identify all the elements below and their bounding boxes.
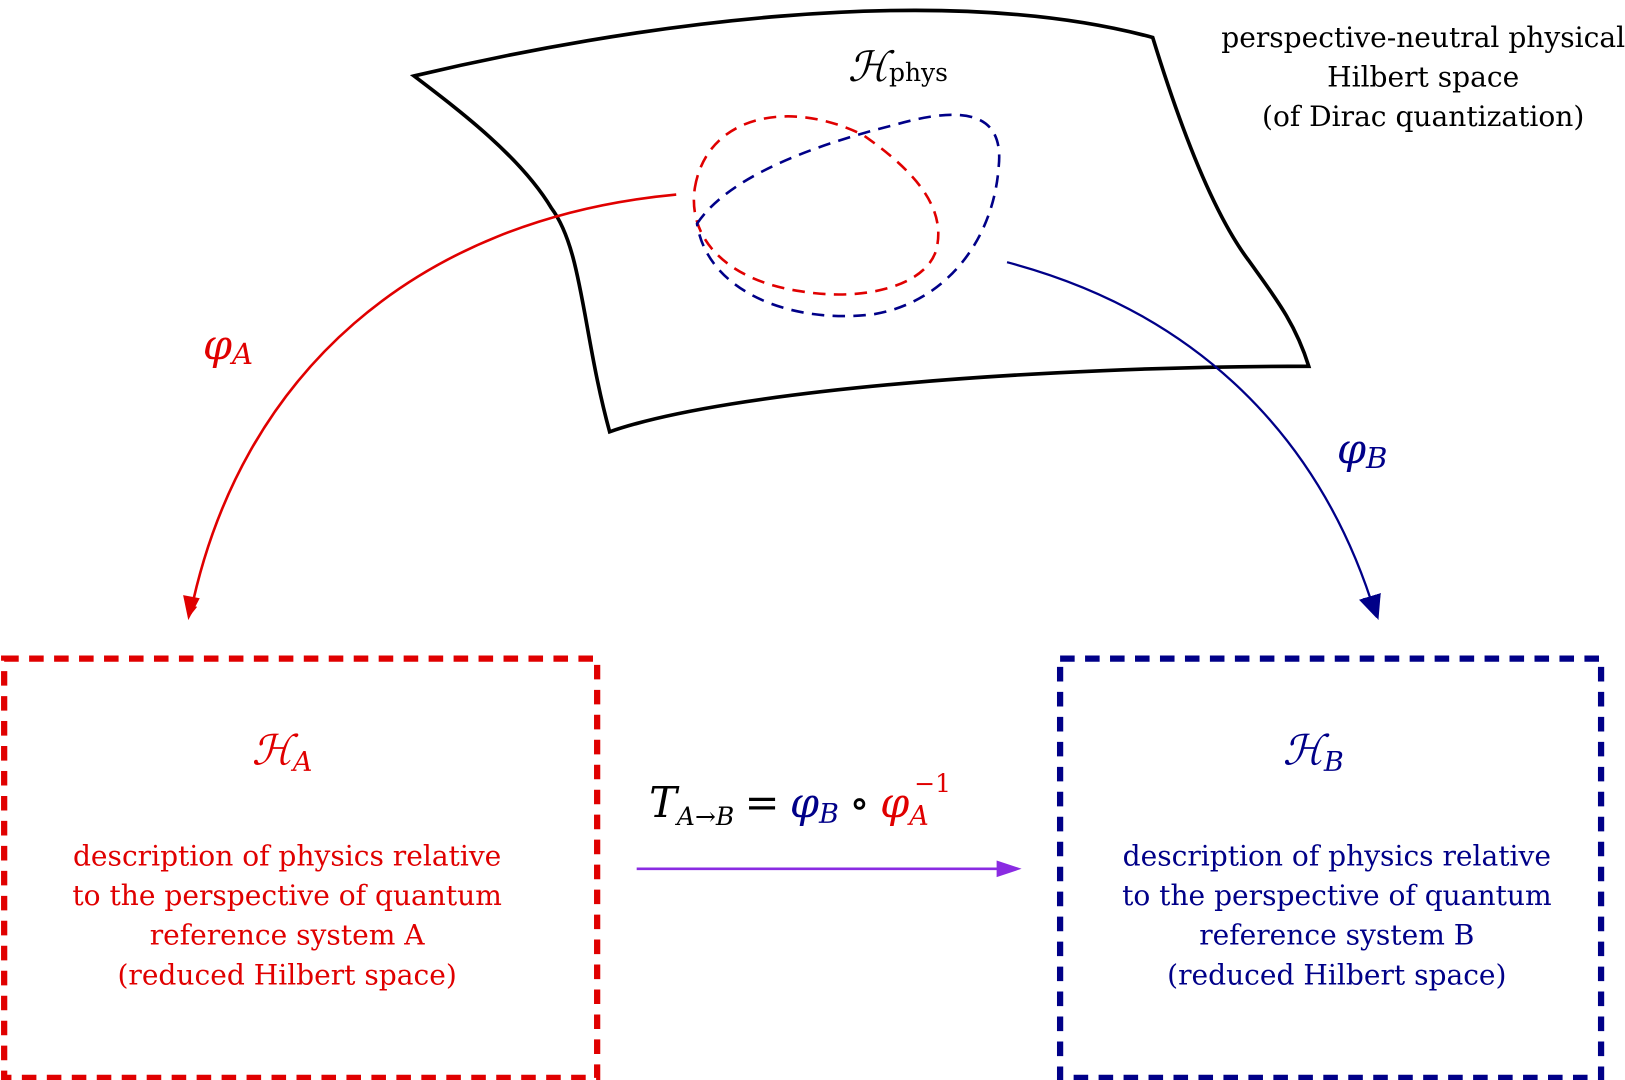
box-b: [1056, 655, 1605, 1080]
phys-caption-line: Hilbert space: [1327, 60, 1519, 93]
blue-dashed-loop: [695, 113, 1001, 318]
box-a-line: (reduced Hilbert space): [117, 958, 456, 991]
box-b-line: description of physics relative: [1123, 840, 1551, 873]
red-dashed-loop: [692, 115, 940, 296]
box-a: [1, 655, 601, 1080]
box-b-line: reference system B: [1199, 919, 1474, 952]
transform-arrowhead-icon: [996, 860, 1022, 878]
phi-a-arrowhead-icon: [183, 595, 200, 621]
box-b-line: (reduced Hilbert space): [1167, 958, 1506, 991]
phi-a-label: φA: [203, 320, 253, 371]
phys-caption: perspective-neutral physical Hilbert spa…: [1221, 21, 1625, 133]
box-a-line: to the perspective of quantum: [72, 879, 502, 912]
box-a-line: reference system A: [150, 919, 426, 952]
phi-b-label: φB: [1337, 424, 1388, 475]
phys-hilbert-sheet: [409, 8, 1312, 435]
phys-caption-line: perspective-neutral physical: [1221, 21, 1625, 54]
phys-caption-line: (of Dirac quantization): [1262, 100, 1584, 133]
phi-b-arrowhead-icon: [1362, 595, 1381, 621]
box-b-title: ℋB: [1283, 726, 1344, 778]
phi-a-arrow: [186, 193, 677, 616]
transform-equation: TA→B=φB∘φA−1: [649, 769, 951, 832]
box-a-title: ℋA: [252, 726, 313, 778]
box-a-line: description of physics relative: [73, 840, 501, 873]
box-b-line: to the perspective of quantum: [1122, 879, 1552, 912]
phi-b-arrow: [1006, 261, 1381, 619]
phys-label: ℋphys: [848, 42, 948, 91]
